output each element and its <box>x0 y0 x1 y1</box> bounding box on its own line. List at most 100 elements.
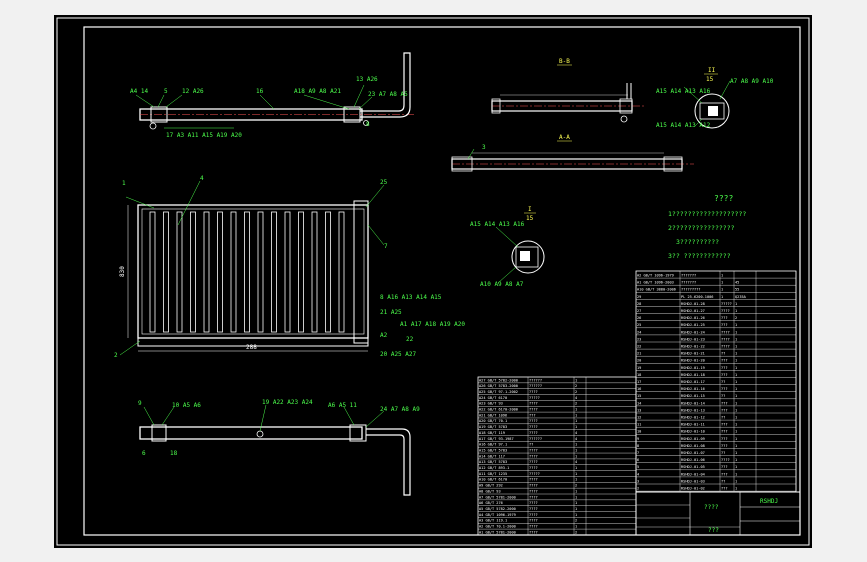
table-cell: A27 GB/T 5782-2000 <box>479 378 518 382</box>
outer-frame <box>56 17 810 546</box>
label: A6 A5 11 <box>328 402 357 409</box>
roller <box>257 211 264 333</box>
roller <box>325 211 331 333</box>
table-cell: 1 <box>575 507 577 511</box>
table-cell: RSHDJ-01-11 <box>681 423 705 427</box>
table-cell: ???? <box>529 460 538 464</box>
table-cell: A17 GB/T 93-1987 <box>479 437 514 441</box>
label: A15 A14 A13 A16 <box>470 221 525 228</box>
table-cell: 11 <box>637 423 641 427</box>
label: A15 A14 A13 A16 <box>656 88 711 95</box>
label: 17 A3 A11 A15 A19 A20 <box>166 132 242 139</box>
table-cell: 1 <box>735 487 737 491</box>
table-cell: ??? <box>721 408 728 412</box>
table-cell: 2 <box>575 530 577 534</box>
table-cell: ?? <box>529 443 533 447</box>
table-cell: 10 <box>637 430 641 434</box>
note-line: 3?????????? <box>676 238 719 246</box>
label: 9 <box>138 400 142 407</box>
table-cell: 1 <box>575 408 577 412</box>
table-cell: ??? <box>529 413 536 417</box>
table-cell: ????? <box>721 302 732 306</box>
roller-group <box>149 211 345 333</box>
table-cell: 1 <box>721 288 723 292</box>
detail-ii: II 15 A15 A14 A13 A16 A7 A8 A9 A10 A15 A… <box>656 67 774 129</box>
table-cell: 1 <box>735 472 737 476</box>
table-cell: 1 <box>721 274 723 278</box>
table-cell: ???? <box>529 431 538 435</box>
table-cell: ????? <box>529 396 540 400</box>
table-cell: ?????? <box>529 384 542 388</box>
table-cell: RSHDJ-01-13 <box>681 408 705 412</box>
table-cell: ?? <box>721 451 725 455</box>
table-cell: A12 GB/T 893.1 <box>479 466 509 470</box>
label: 20 A25 A27 <box>380 351 417 358</box>
table-cell: 1 <box>575 419 577 423</box>
table-cell: ??? <box>721 373 728 377</box>
table-cell: 1 <box>735 323 737 327</box>
label: 23 A7 A8 A5 <box>368 91 408 98</box>
table-cell: 27 <box>637 309 641 313</box>
table-cell: 6 <box>637 458 639 462</box>
table-cell: ??????? <box>681 281 696 285</box>
drawing-name: ???? <box>704 504 719 511</box>
table-cell: RSHDJ-01-28 <box>681 302 705 306</box>
table-cell: RSHDJ-01-22 <box>681 345 705 349</box>
table-cell: A1 GB/T 1096-2003 <box>637 281 674 285</box>
table-cell: 1 <box>721 295 723 299</box>
label: 6 <box>142 450 146 457</box>
label: A1 A17 A18 A19 A20 <box>400 321 465 328</box>
table-cell: 1 <box>735 359 737 363</box>
label: 1 <box>122 180 126 187</box>
top-view: A4 14 5 12 A26 16 A18 A9 A8 A21 13 A26 2… <box>130 52 414 139</box>
table-cell: RSHDJ-01-16 <box>681 387 705 391</box>
table-cell: 17 <box>637 380 641 384</box>
table-cell: 14 <box>637 401 641 405</box>
table-cell: 20 <box>637 359 641 363</box>
detail-title: II <box>708 67 716 74</box>
table-cell: ??? <box>721 430 728 434</box>
table-cell: ??? <box>721 465 728 469</box>
table-cell: ???? <box>721 330 730 334</box>
table-cell: 2 <box>735 316 737 320</box>
table-cell: 29 <box>637 295 641 299</box>
table-cell: 4 <box>637 472 639 476</box>
cad-drawing: A4 14 5 12 A26 16 A18 A9 A8 A21 13 A26 2… <box>56 17 810 546</box>
table-cell: ???? <box>529 448 538 452</box>
roller <box>163 211 169 333</box>
label: A10 A9 A8 A7 <box>480 281 524 288</box>
table-cell: ?????? <box>529 378 542 382</box>
table-cell: RSHDJ-01-09 <box>681 437 705 441</box>
table-cell: 2 <box>575 484 577 488</box>
drawing-number: RSHDJ <box>760 498 778 505</box>
table-cell: A2 GB/T 70.1-2000 <box>479 525 516 529</box>
table-cell: 1 <box>735 479 737 483</box>
roller <box>149 211 156 333</box>
table-cell: A10 GB/T 3880-2006 <box>637 288 676 292</box>
table-cell: ???? <box>529 507 538 511</box>
label: A15 A14 A13 A12 <box>656 122 711 129</box>
table-cell: 1 <box>575 478 577 482</box>
section-title: A-A <box>559 134 570 141</box>
note-line: 3?? ???????????? <box>668 252 731 260</box>
table-cell: PL 25-6200-1006 <box>681 295 713 299</box>
label: 22 <box>406 336 414 343</box>
table-cell: 1 <box>575 425 577 429</box>
table-cell: ???? <box>721 309 730 313</box>
table-cell: RSHDJ-01-12 <box>681 416 705 420</box>
table-cell: RSHDJ-01-07 <box>681 451 705 455</box>
roller <box>271 211 277 333</box>
detail-i: I 15 A15 A14 A13 A16 A10 A9 A8 A7 <box>470 206 545 288</box>
table-cell: A19 GB/T 5783 <box>479 425 507 429</box>
table-cell: ??? <box>721 387 728 391</box>
table-cell: 21 <box>637 352 641 356</box>
table-cell: 2 <box>575 384 577 388</box>
label: 18 <box>170 450 178 457</box>
table-cell: ???? <box>529 408 538 412</box>
table-cell: ???? <box>529 525 538 529</box>
table-cell: ???? <box>529 478 538 482</box>
table-cell: 1 <box>575 472 577 476</box>
label: A18 A9 A8 A21 <box>294 88 341 95</box>
roller <box>230 211 237 333</box>
table-cell: 1 <box>735 380 737 384</box>
